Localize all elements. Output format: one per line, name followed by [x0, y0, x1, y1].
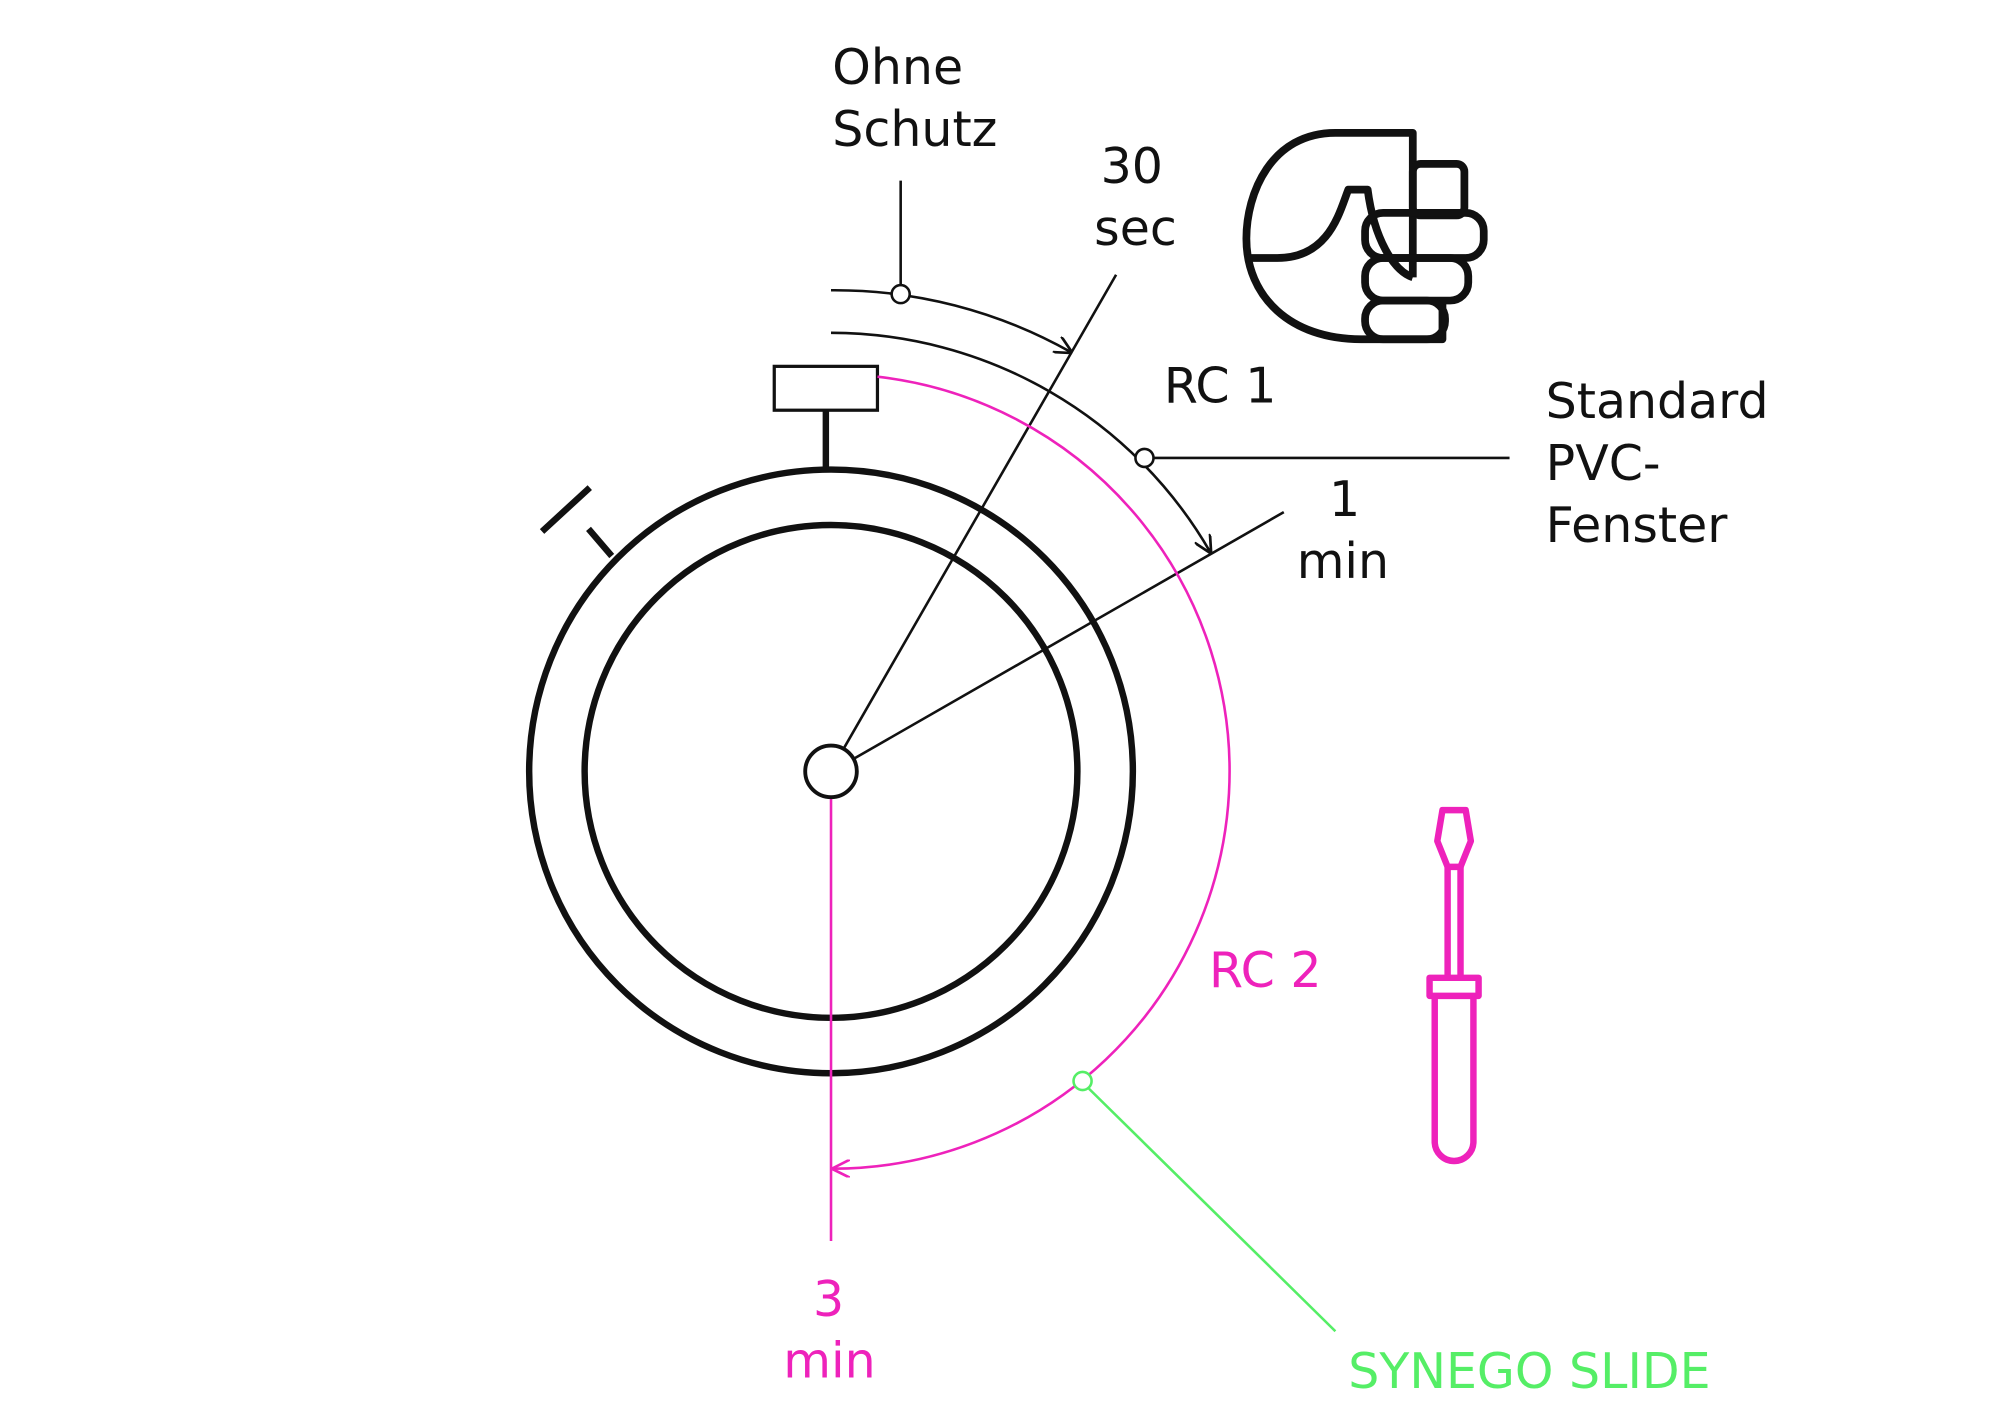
marker-standard-pvc — [1134, 447, 1155, 469]
label-30: 30 — [1101, 138, 1163, 195]
hand-30-sec — [842, 274, 1118, 749]
label-1: 1 — [1329, 471, 1360, 528]
label-synego-slide: SYNEGO SLIDE — [1348, 1343, 1710, 1400]
marker-synego — [1072, 1070, 1093, 1092]
label-sec: sec — [1094, 200, 1177, 257]
label-min-1: min — [1297, 533, 1389, 590]
label-fenster: Fenster — [1546, 497, 1729, 554]
arc-rc1 — [831, 331, 1210, 552]
label-ohne: Ohne — [832, 39, 963, 96]
label-rc1: RC 1 — [1164, 357, 1277, 414]
stopwatch-center — [803, 743, 859, 800]
label-3: 3 — [813, 1271, 844, 1328]
label-standard: Standard — [1546, 373, 1769, 430]
leader-synego — [1088, 1087, 1337, 1333]
arc-rc2 — [834, 375, 1231, 1169]
arc-ohne-schutz — [831, 288, 1071, 352]
label-schutz: Schutz — [832, 101, 997, 158]
label-rc2: RC 2 — [1209, 942, 1322, 999]
marker-ohne-schutz — [890, 283, 911, 305]
label-pvc: PVC- — [1546, 435, 1661, 492]
label-min-3: min — [783, 1333, 875, 1390]
screwdriver-icon — [1426, 806, 1482, 1165]
fist-icon — [1242, 128, 1488, 344]
